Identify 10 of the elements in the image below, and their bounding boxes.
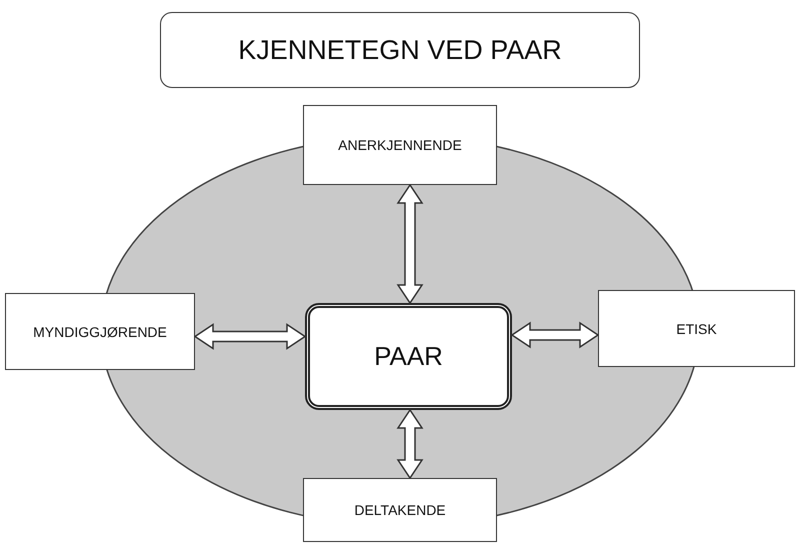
concept-box: ETISK (598, 290, 795, 367)
double-arrow (396, 184, 424, 304)
concept-box: DELTAKENDE (303, 478, 497, 542)
concept-box: ANERKJENNENDE (303, 105, 497, 185)
double-arrow (194, 323, 306, 350)
title-box: KJENNETEGN VED PAAR (160, 12, 640, 88)
concept-box: MYNDIGGJØRENDE (5, 293, 195, 370)
double-arrow (510, 322, 600, 348)
double-arrow (396, 408, 424, 480)
central-box: PAAR (305, 303, 512, 410)
